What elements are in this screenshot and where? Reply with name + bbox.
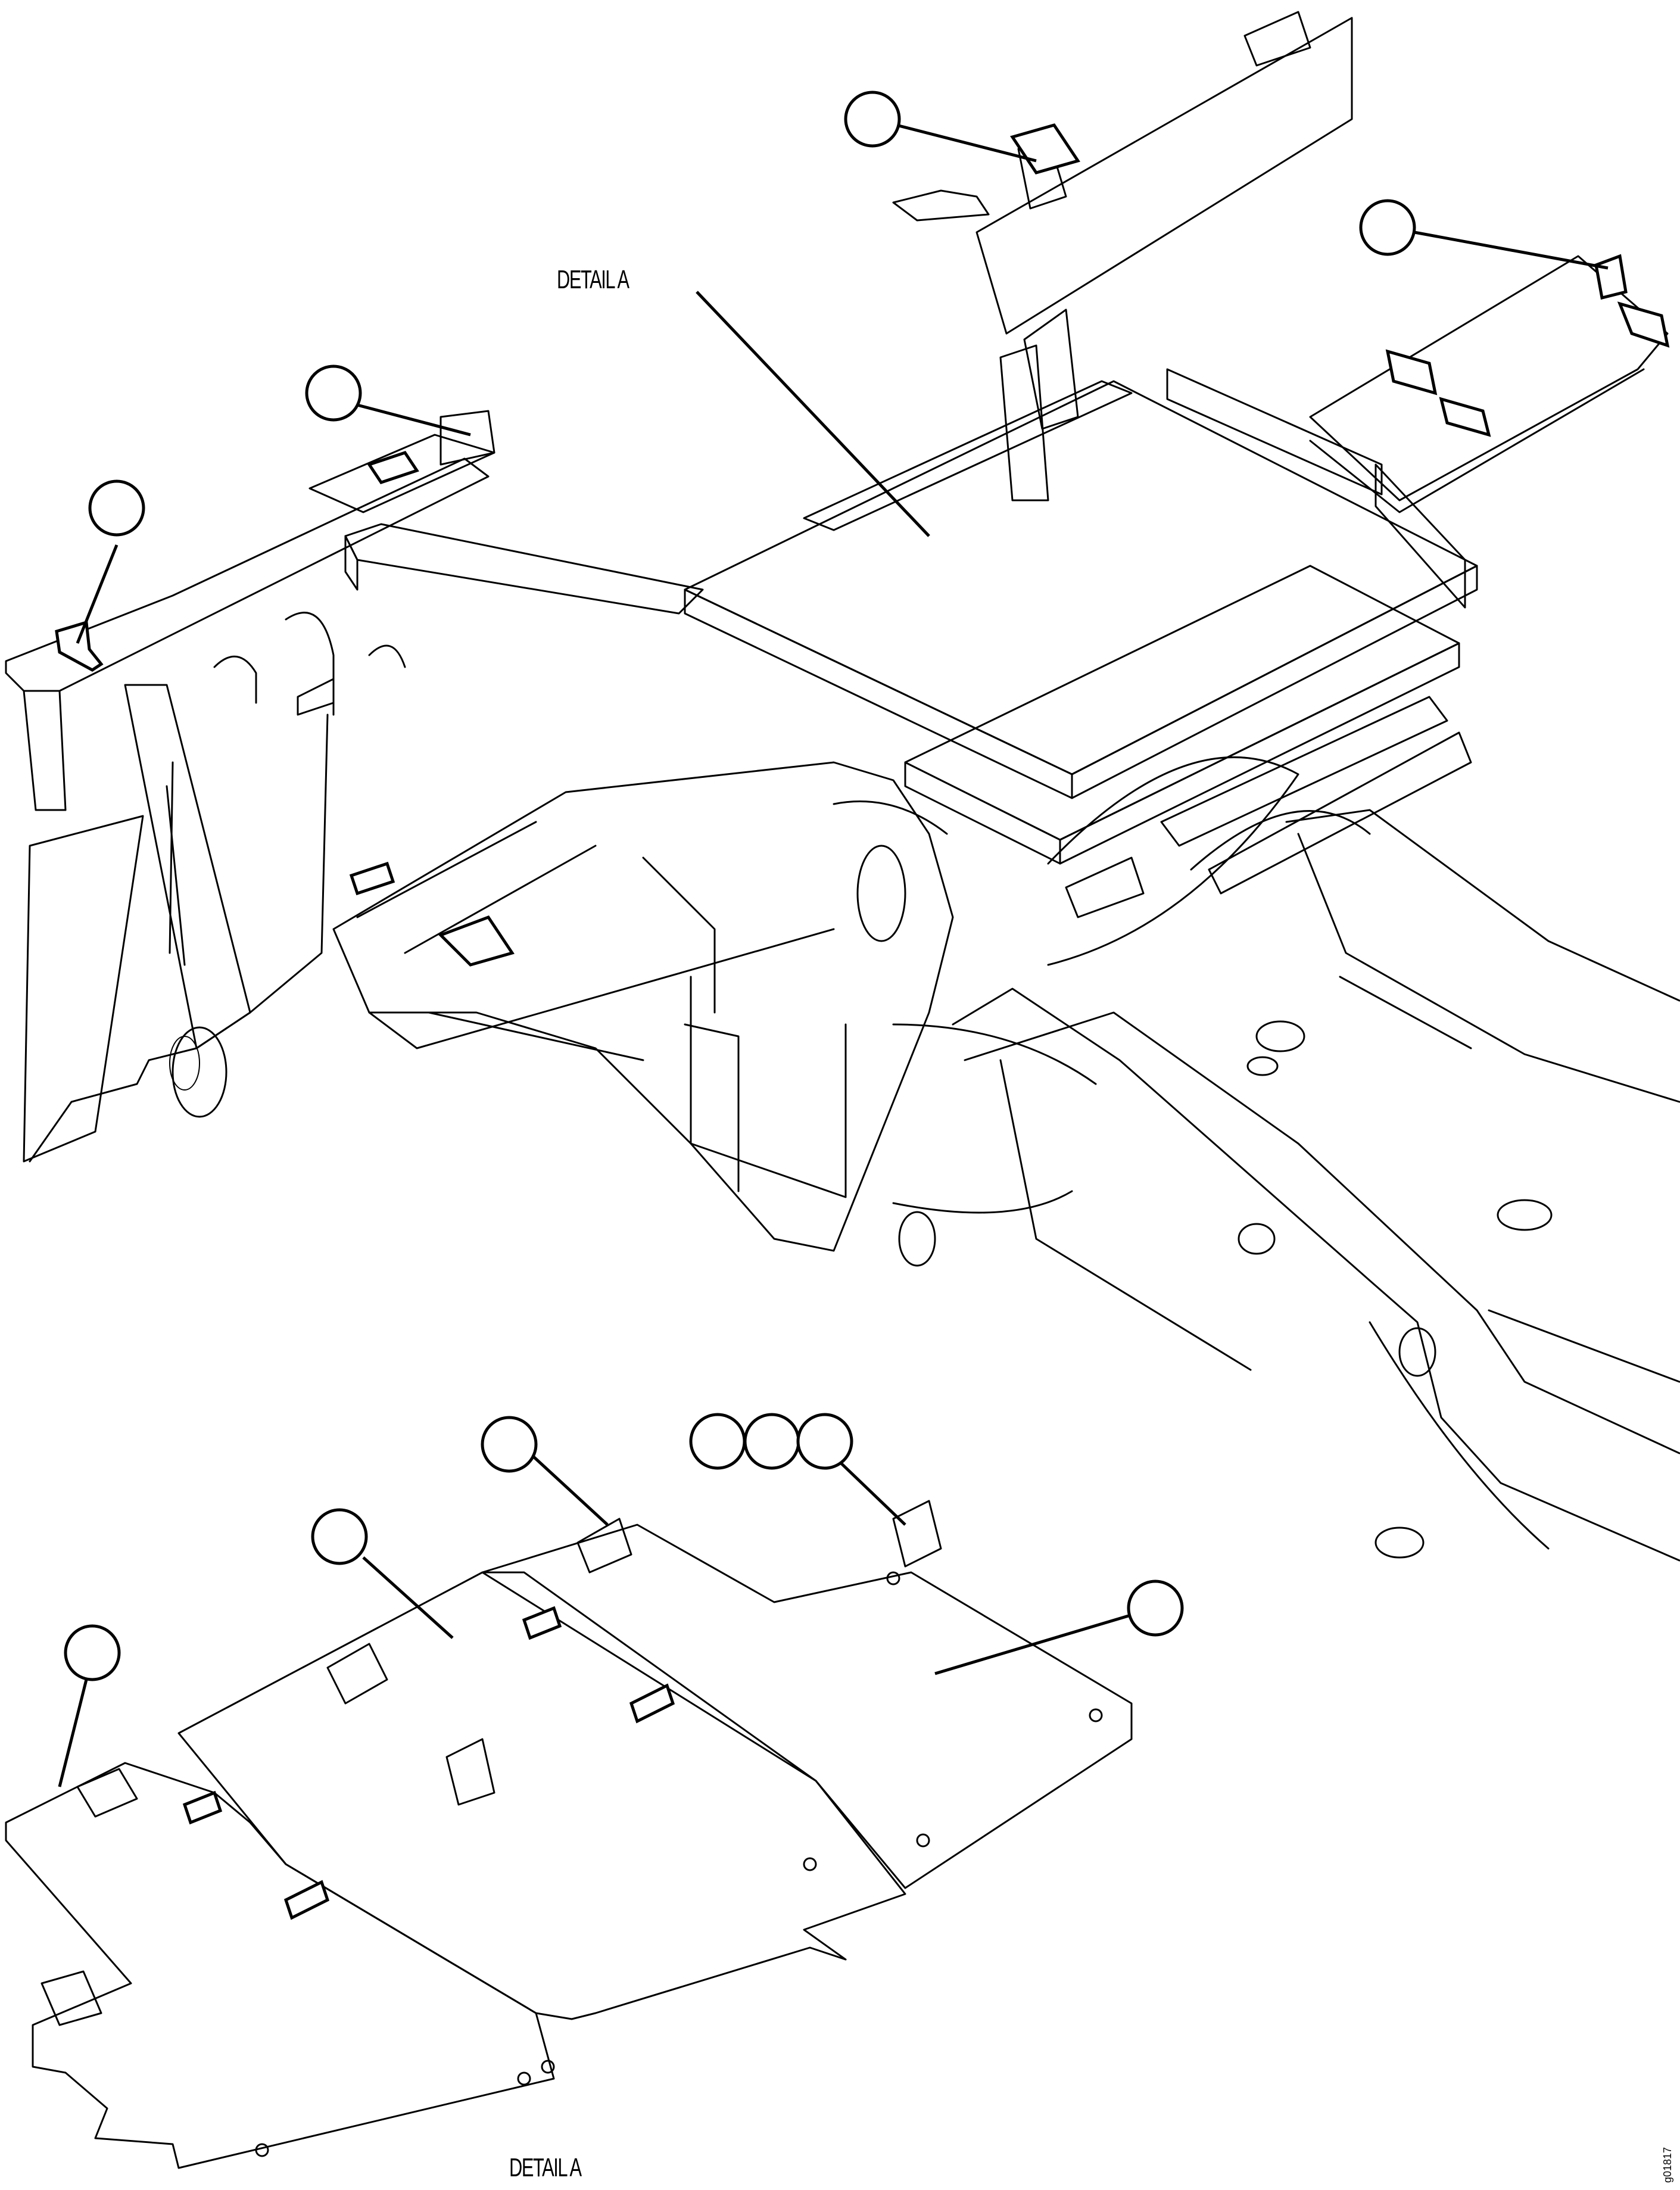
callout-detail-left-upper [311,1508,368,1565]
callout-detail-right [1127,1580,1184,1637]
figure-number: g01817 [1662,2147,1673,2183]
frame-assembly [5,11,1680,1562]
callout-detail-triple-2 [743,1413,800,1470]
callout-detail-triple-3 [796,1413,853,1470]
mounting-pads [55,123,1670,967]
detail-a-label-bottom: DETAIL A [509,2153,582,2182]
callout-detail-triple-1 [689,1413,746,1470]
callout-left [88,479,145,537]
callout-detail-left-lower [64,1624,121,1681]
leader-lines [58,123,1609,1787]
callout-top-center [844,91,901,148]
detail-a-panels [5,1500,1133,2169]
callout-circles [64,91,1416,1681]
callout-detail-center [481,1416,538,1473]
callout-upper-left [305,365,362,422]
detail-a-label-top: DETAIL A [557,265,629,294]
callout-top-right [1359,199,1416,256]
